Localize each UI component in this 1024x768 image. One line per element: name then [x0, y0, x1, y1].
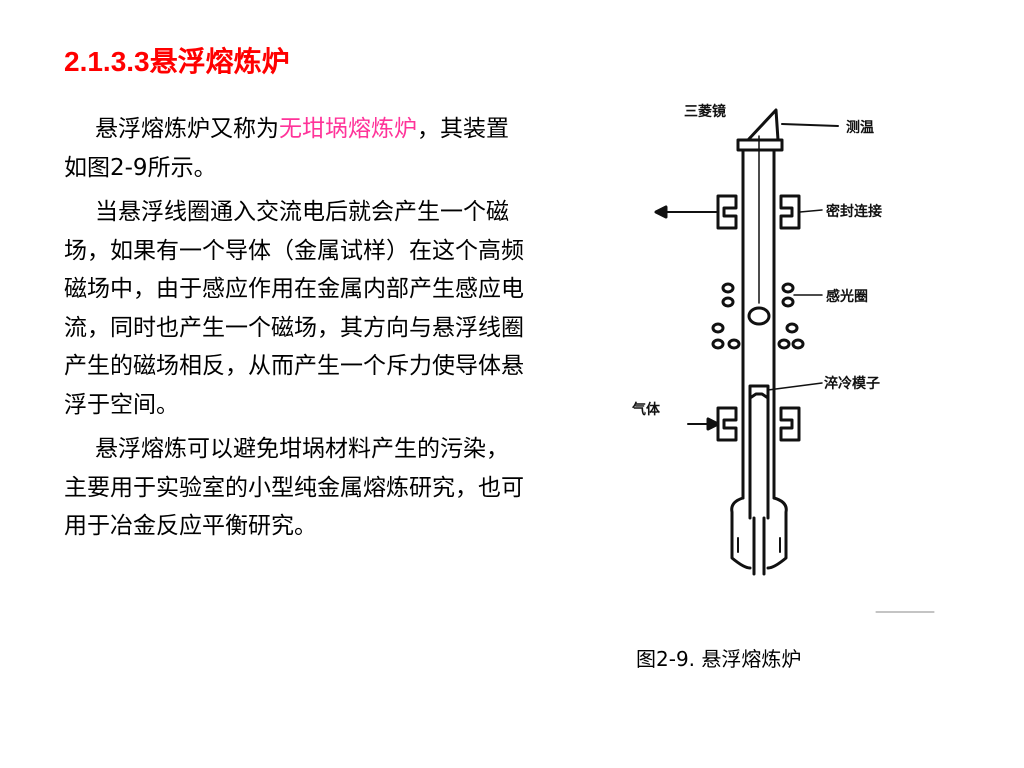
label-temp: 测温 [846, 119, 874, 136]
label-seal: 密封连接 [825, 203, 882, 220]
label-coil: 感光圈 [826, 288, 868, 305]
label-prism: 三菱镜 [684, 103, 726, 120]
slide-title: 2.1.3.3悬浮熔炼炉 [64, 46, 290, 77]
figure-caption: 图2-9. 悬浮熔炼炉 [636, 647, 802, 671]
furnace-diagram: 三菱镜 测温 密封连接 感光圈 淬冷模子 气体 [631, 103, 935, 613]
prism-shape [746, 108, 780, 142]
paragraph-1: 悬浮熔炼炉又称为无坩埚熔炼炉，其装置如图2-9所示。 [64, 110, 524, 187]
label-gas: 气体 [631, 401, 661, 418]
paragraph-2: 当悬浮线圈通入交流电后就会产生一个磁场，如果有一个导体（金属试样）在这个高频磁场… [64, 199, 524, 418]
label-quench: 淬冷模子 [824, 375, 880, 392]
paragraph-3: 悬浮熔炼可以避免坩埚材料产生的污染，主要用于实验室的小型纯金属熔炼研究，也可用于… [64, 436, 524, 539]
body-text: 悬浮熔炼炉又称为无坩埚熔炼炉，其装置如图2-9所示。 当悬浮线圈通入交流电后就会… [64, 110, 524, 552]
paragraph-1-tail: ，其装置如图2-9所示。 [64, 116, 509, 181]
paragraph-1-lead: 悬浮熔炼炉又称为 [95, 116, 279, 142]
highlight-term: 无坩埚熔炼炉 [279, 116, 417, 142]
